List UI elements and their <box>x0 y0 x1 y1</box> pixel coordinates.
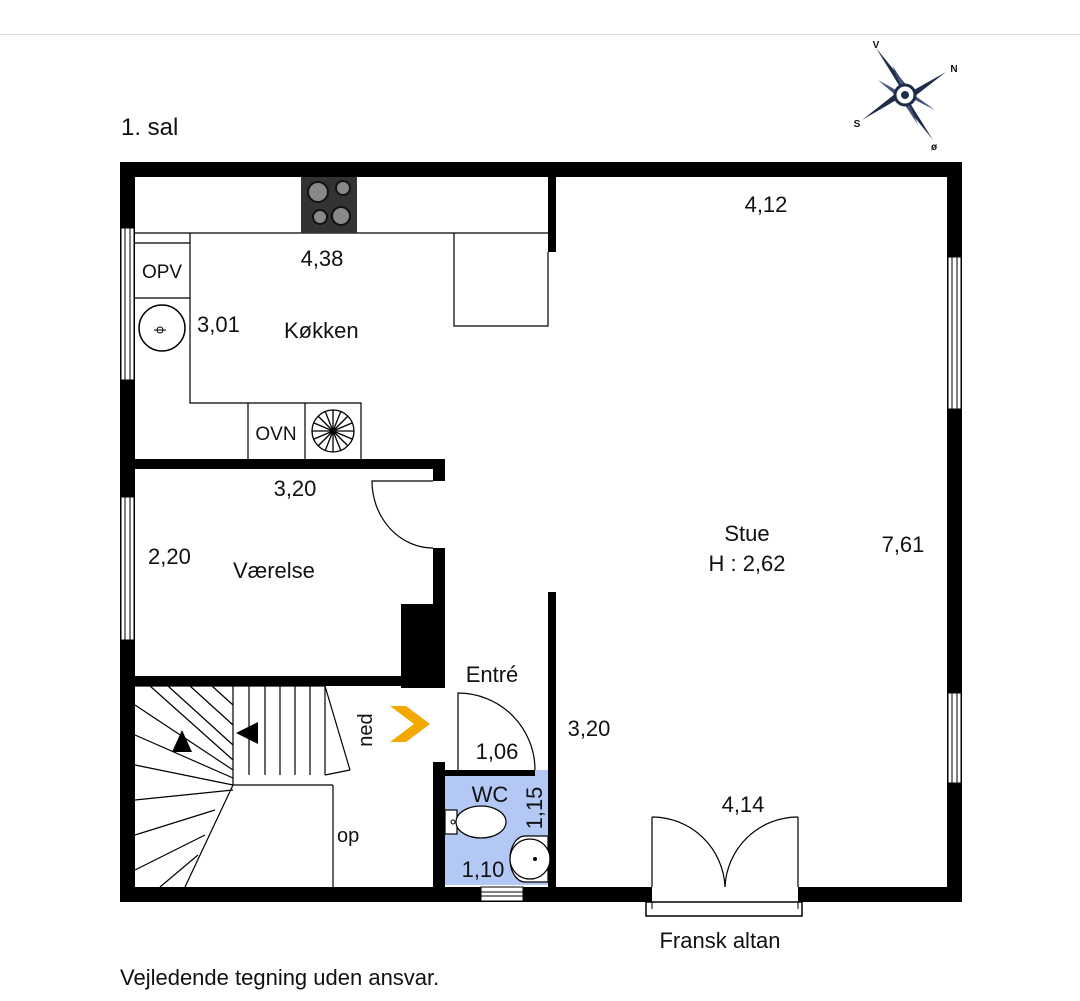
living-lower-width-label: 4,14 <box>722 792 765 817</box>
living-height-label: H : 2,62 <box>708 551 785 576</box>
oven-label: OVN <box>255 424 296 445</box>
toilet-icon <box>444 805 507 839</box>
oven-fan-icon <box>311 409 355 453</box>
kitchen-depth-label: 3,01 <box>197 312 240 337</box>
compass-west-label: V <box>873 40 880 51</box>
hall-width-label: 1,06 <box>476 739 519 764</box>
wc-depth-label: 1,15 <box>522 787 547 830</box>
stairs-down-label: ned <box>355 713 377 746</box>
living-width-label: 4,12 <box>745 192 788 217</box>
top-divider <box>0 34 1080 35</box>
stairs-up-label: op <box>337 825 359 847</box>
compass-east-label: ø <box>931 142 938 153</box>
bedroom-name-label: Værelse <box>233 558 315 583</box>
windows <box>120 227 962 917</box>
bedroom-depth-label: 2,20 <box>148 544 191 569</box>
compass-south-label: S <box>854 119 861 130</box>
wc-name-label: WC <box>472 782 509 807</box>
doors <box>371 480 799 888</box>
floor-title: 1. sal <box>121 114 178 141</box>
direction-arrow-icon <box>390 706 430 742</box>
kitchen-sink-icon <box>138 304 186 352</box>
living-name-label: Stue <box>724 521 769 546</box>
wc-width-label: 1,10 <box>462 857 505 882</box>
compass-north-label: N <box>950 64 957 75</box>
bedroom-width-label: 3,20 <box>274 476 317 501</box>
kitchen-name-label: Køkken <box>284 318 359 343</box>
dishwasher-label: OPV <box>142 262 182 283</box>
balcony-label: Fransk altan <box>659 928 780 953</box>
kitchen-width-label: 4,38 <box>301 246 344 271</box>
staircase <box>134 685 351 888</box>
stair-arrows <box>172 722 258 752</box>
disclaimer-text: Vejledende tegning uden ansvar. <box>120 965 439 990</box>
living-inner-depth-label: 3,20 <box>568 716 611 741</box>
stove-icon <box>301 177 357 233</box>
living-depth-label: 7,61 <box>882 532 925 557</box>
hall-name-label: Entré <box>466 662 519 687</box>
interior-walls <box>135 177 556 887</box>
compass-rose-icon: V N S ø <box>854 40 958 153</box>
wc-sink-icon <box>509 835 551 883</box>
